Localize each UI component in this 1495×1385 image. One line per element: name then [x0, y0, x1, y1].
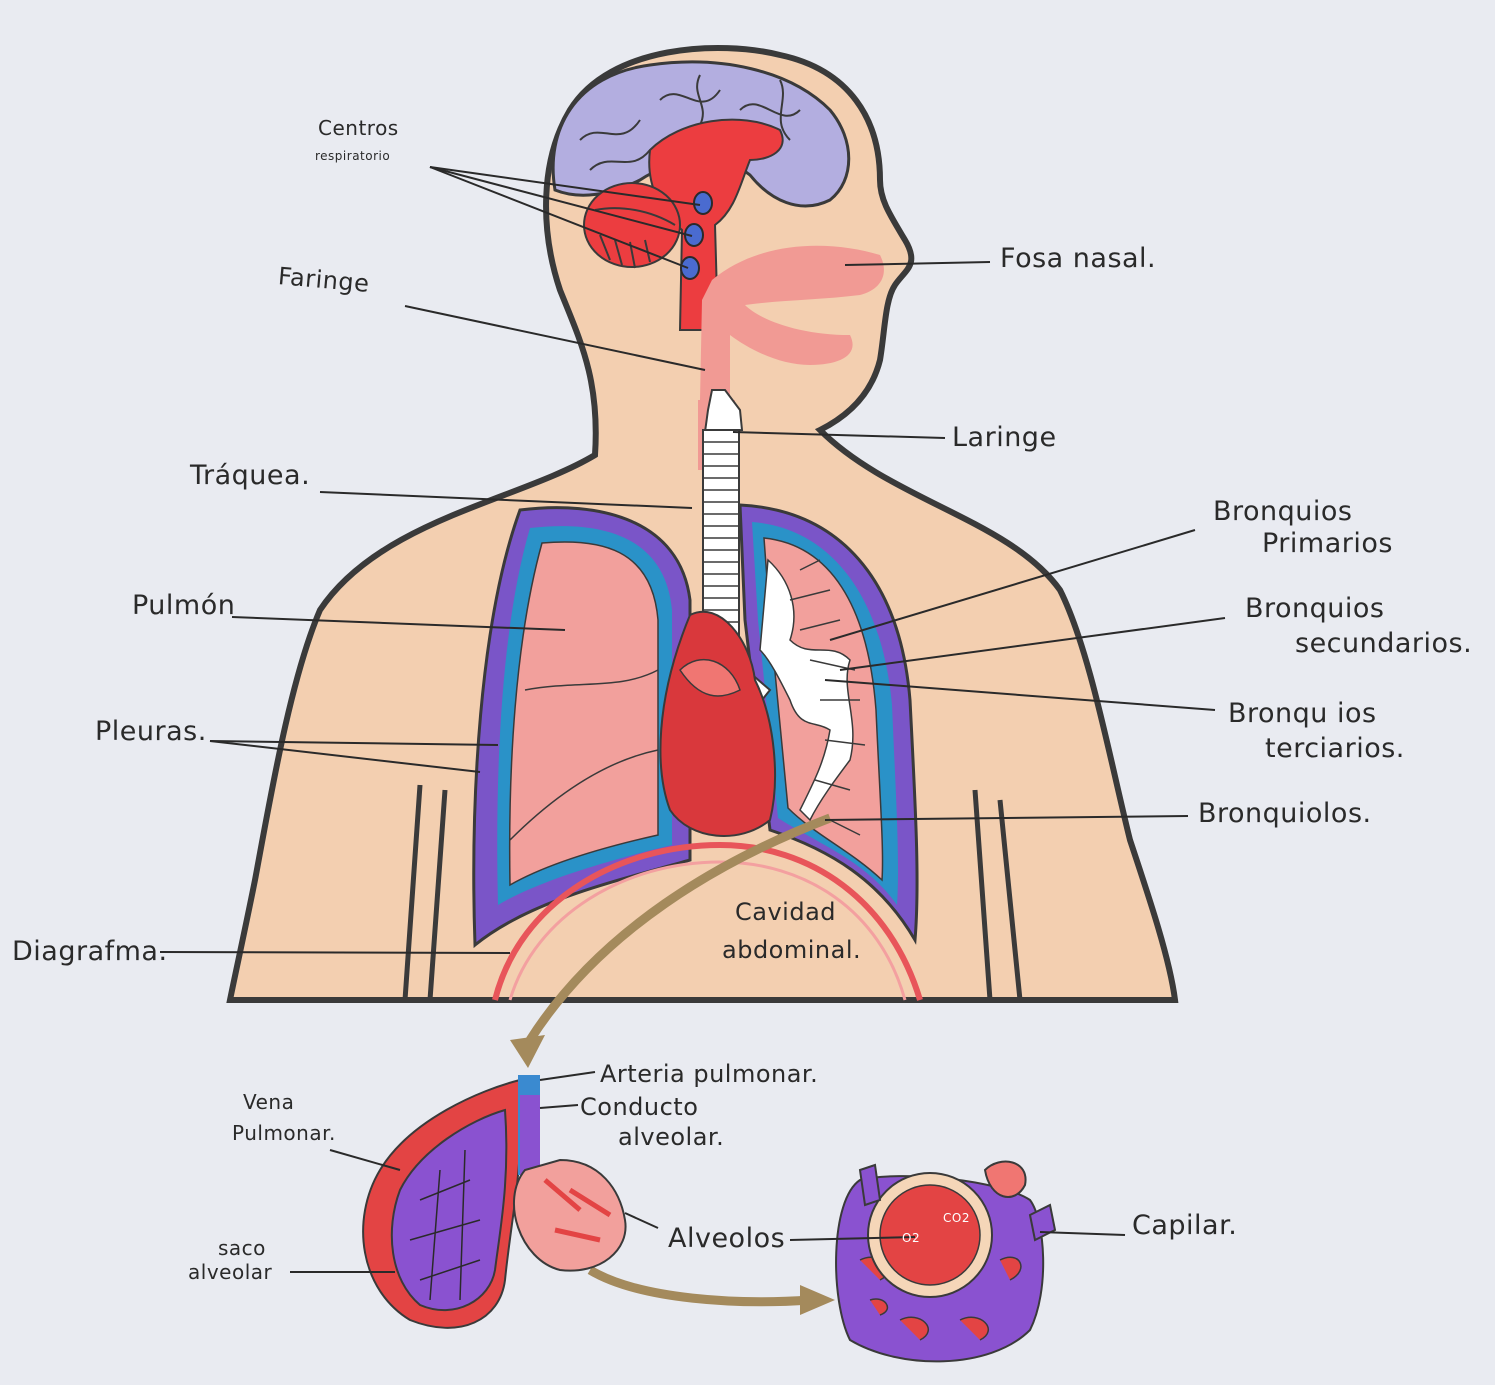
- arrow-to-capillary-head: [800, 1285, 835, 1315]
- label-bronquios-secundarios-2: secundarios.: [1295, 630, 1472, 657]
- label-diafragma: Diagrafma.: [12, 938, 168, 965]
- label-bronquios-terciarios-2: terciarios.: [1265, 735, 1405, 762]
- label-bronquiolos: Bronquiolos.: [1198, 800, 1372, 827]
- label-o2: O2: [902, 1232, 920, 1244]
- label-centros: Centros: [318, 118, 399, 138]
- label-bronquios-terciarios-1: Bronqu ios: [1228, 700, 1377, 727]
- label-pulmon: Pulmón: [132, 592, 235, 619]
- label-vena-1: Vena: [243, 1092, 294, 1112]
- arrow-to-alveoli-head: [510, 1035, 545, 1068]
- label-conducto-2: alveolar.: [618, 1125, 724, 1149]
- label-capilar: Capilar.: [1132, 1212, 1237, 1239]
- label-vena-2: Pulmonar.: [232, 1123, 336, 1143]
- label-cavidad-2: abdominal.: [722, 938, 861, 962]
- label-arteria-pulmonar: Arteria pulmonar.: [600, 1062, 818, 1086]
- label-cavidad-1: Cavidad: [735, 900, 836, 924]
- alveolar-duct-stem: [520, 1095, 540, 1175]
- arrow-to-capillary: [590, 1270, 810, 1302]
- label-alveolos: Alveolos: [668, 1225, 785, 1252]
- label-co2: CO2: [943, 1212, 970, 1224]
- label-traquea: Tráquea.: [190, 462, 310, 489]
- label-pleuras: Pleuras.: [95, 718, 207, 745]
- label-bronquios-secundarios-1: Bronquios: [1245, 595, 1385, 622]
- label-saco-1: saco: [218, 1238, 266, 1258]
- label-laringe: Laringe: [952, 424, 1057, 451]
- label-faringe: Faringe: [277, 264, 370, 296]
- label-bronquios-primarios-2: Primarios: [1262, 530, 1393, 557]
- label-saco-2: alveolar: [188, 1262, 272, 1282]
- left-lung: [510, 542, 658, 885]
- respiratory-center-3: [681, 257, 699, 279]
- label-bronquios-primarios-1: Bronquios: [1213, 498, 1353, 525]
- alveolus: [880, 1185, 980, 1285]
- label-fosa-nasal: Fosa nasal.: [1000, 245, 1156, 272]
- respiratory-center-1: [694, 192, 712, 214]
- label-conducto-1: Conducto: [580, 1095, 698, 1119]
- label-respiratorio: respiratorio: [315, 150, 390, 162]
